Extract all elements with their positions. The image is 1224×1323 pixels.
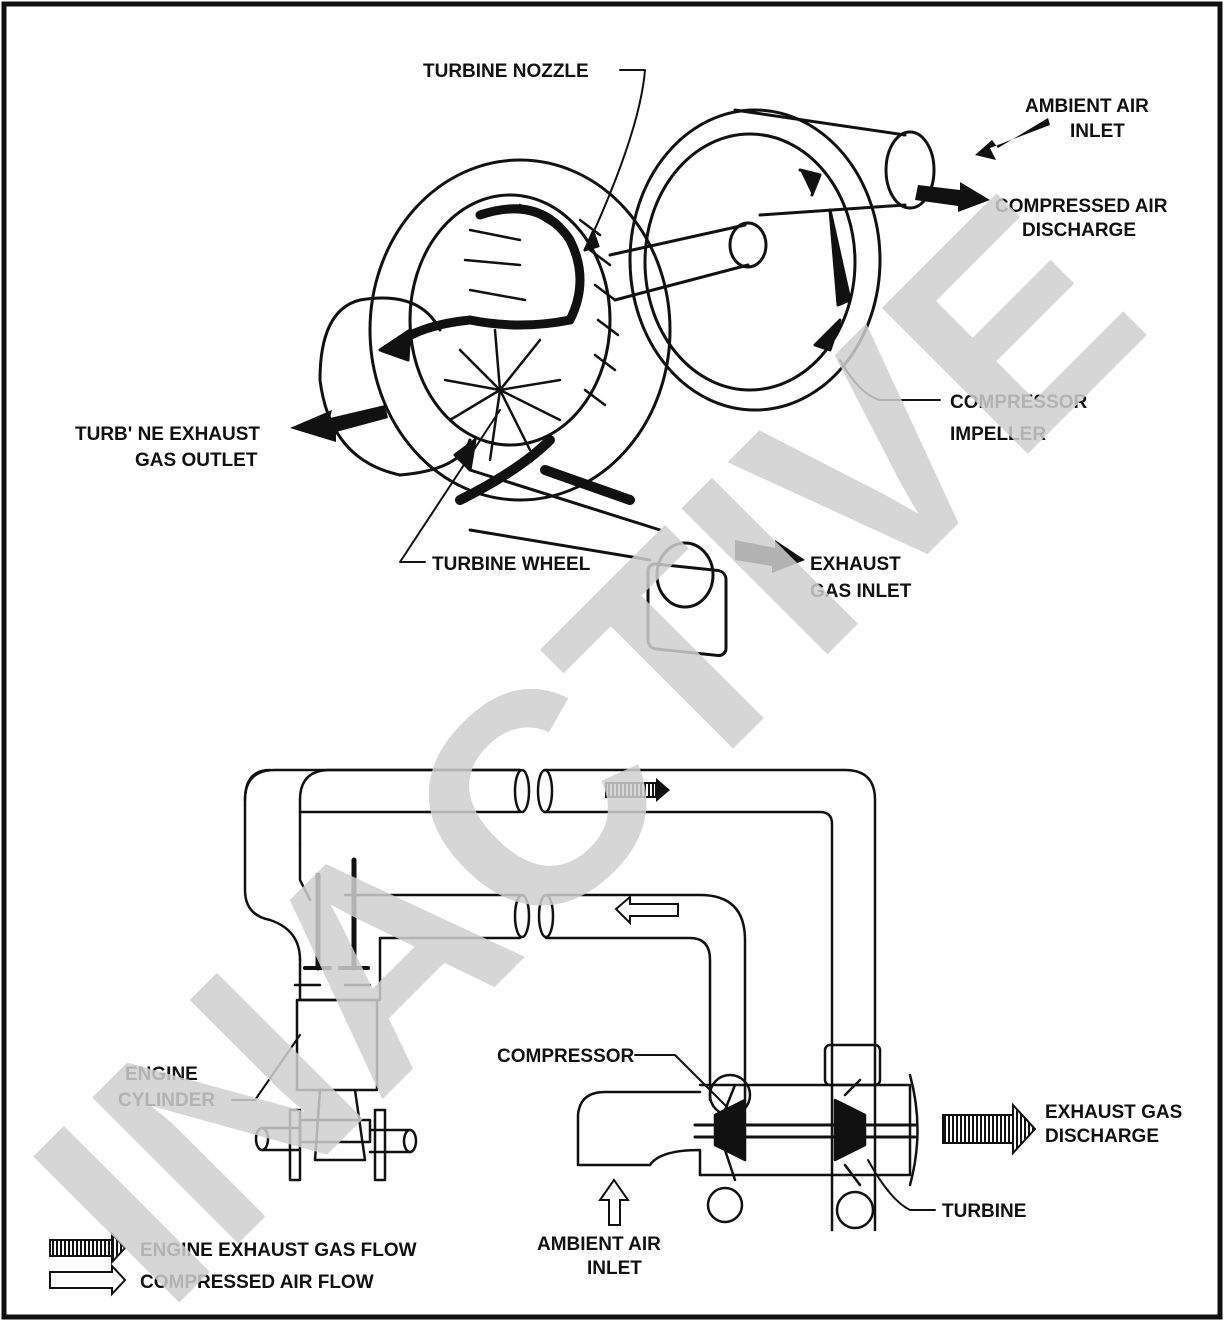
ambient-air-inlet-indicator: [598, 1178, 630, 1226]
exhaust-gas-inlet-label-2: GAS INLET: [810, 581, 912, 602]
turbine-nozzle-vanes: [578, 218, 620, 407]
exhaust-gas-inlet-arrow: [735, 540, 805, 573]
ambient-intake-elbow: [576, 1090, 702, 1177]
turbine-housing: [368, 158, 672, 502]
engine-cylinder-label: ENGINE: [125, 1064, 198, 1085]
turbocharger-cutaway: [318, 69, 941, 658]
turbine-nozzle-label: TURBINE NOZZLE: [423, 61, 589, 82]
turbine-wheel-label: TURBINE WHEEL: [432, 554, 591, 575]
exhaust-gas-discharge-label: EXHAUST GAS: [1045, 1102, 1182, 1123]
turbo-system-schematic: [231, 768, 936, 1232]
exhaust-flow-indicator: [605, 778, 670, 802]
ambient-air-inlet-arrow: [975, 118, 1050, 160]
turbine-exhaust-outlet-label-2: GAS OUTLET: [135, 450, 258, 471]
intake-valve: [315, 857, 357, 971]
turbine-wheel-leader: [399, 409, 501, 563]
turbine-leader: [867, 1159, 936, 1211]
compressed-air-discharge-label: COMPRESSED AIR: [995, 196, 1168, 217]
exhaust-gas-discharge-label-2: DISCHARGE: [1045, 1126, 1159, 1147]
ambient-air-inlet-label-2: INLET: [1070, 121, 1125, 142]
gas-flow-path: [455, 435, 635, 505]
turbine-label: TURBINE: [942, 1201, 1026, 1222]
ambient-inlet-pipe: [733, 108, 907, 137]
legend-compressed-label: COMPRESSED AIR FLOW: [140, 1272, 374, 1293]
turbine-wheel-blades: [443, 203, 562, 462]
compressor-impeller-label: COMPRESSOR: [950, 392, 1088, 413]
compressor-blade: [828, 208, 852, 307]
turbo-shaft: [608, 223, 750, 302]
exhaust-inlet-flange: [646, 562, 728, 658]
compressor-wheel: [713, 1098, 747, 1162]
legend-compressed-swatch: [49, 1263, 127, 1297]
turbine-exhaust-outlet-arrow: [290, 405, 388, 442]
turbine-exhaust-outlet-label: TURB' NE EXHAUST: [75, 424, 260, 445]
compressor-label: COMPRESSOR: [497, 1046, 635, 1067]
legend-exhaust-label: ENGINE EXHAUST GAS FLOW: [140, 1240, 417, 1261]
bottom-figure-labels: COMPRESSOR ENGINE CYLINDER EXHAUST GAS D…: [118, 1046, 1182, 1293]
engine-cylinder-leader: [231, 1034, 301, 1101]
turbine-wheel-schematic: [833, 1098, 867, 1162]
compressed-air-discharge-arrow: [915, 182, 990, 212]
turbo-rotor-body: [698, 1083, 912, 1177]
ambient-air-inlet-bottom-label-2: INLET: [587, 1258, 642, 1279]
top-figure-labels: TURBINE NOZZLE AMBIENT AIR INLET COMPRES…: [75, 61, 1168, 602]
compressor-housing: [628, 108, 882, 412]
ambient-air-inlet-bottom-label: AMBIENT AIR: [537, 1234, 661, 1255]
turbine-exhaust-outlet: [318, 298, 402, 477]
compressor-leader: [634, 1054, 731, 1111]
turbine-nozzle-ring: [408, 193, 612, 447]
compressor-impeller-ring: [643, 132, 857, 392]
engine-cylinder-label-2: CYLINDER: [118, 1090, 215, 1111]
ambient-air-inlet-label: AMBIENT AIR: [1025, 96, 1149, 117]
exhaust-discharge-arrow: [942, 1102, 1037, 1156]
connecting-rod: [313, 1088, 367, 1162]
compressed-air-flow-indicator: [614, 894, 679, 926]
ambient-inlet-opening: [884, 130, 936, 210]
compressed-air-discharge-label-2: DISCHARGE: [1022, 220, 1136, 241]
exhaust-gas-inlet-label: EXHAUST: [810, 554, 901, 575]
legend-exhaust-swatch: [49, 1231, 127, 1265]
compressor-impeller-leader: [839, 359, 941, 401]
turbine-nozzle-leader: [589, 69, 646, 241]
compressor-impeller-label-2: IMPELLER: [950, 424, 1046, 445]
